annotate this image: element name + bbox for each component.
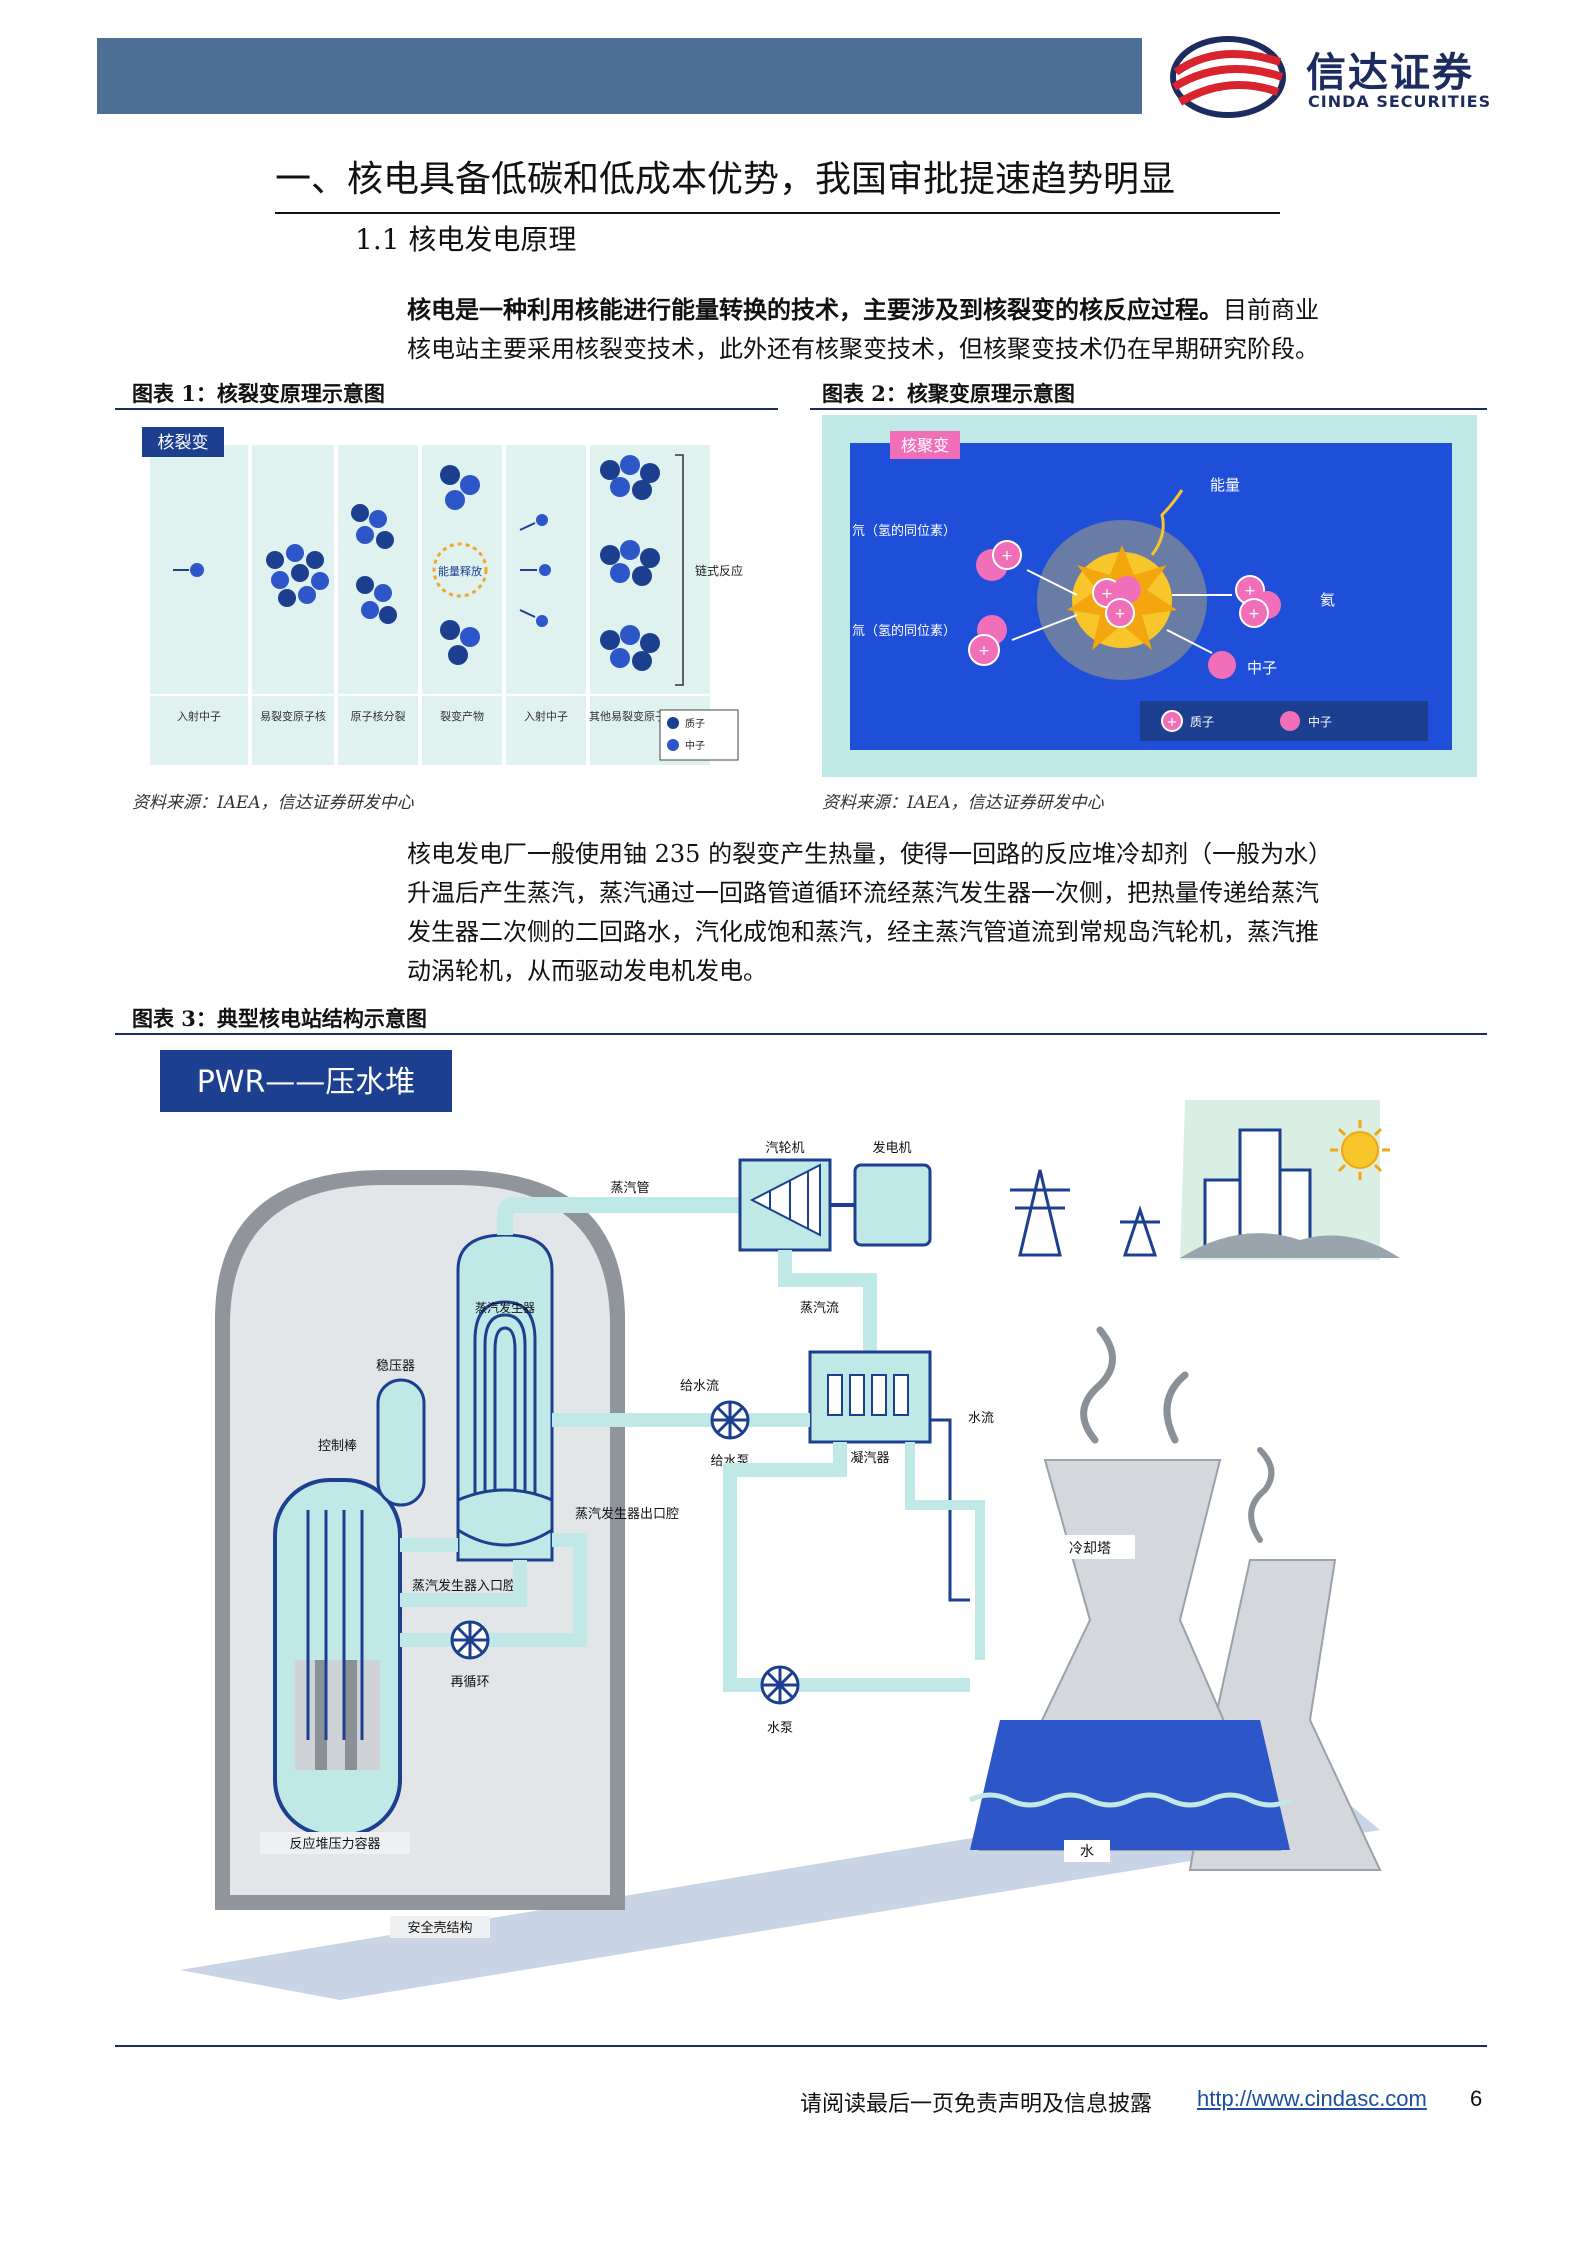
figure2-caption: 图表 2：核聚变原理示意图 xyxy=(822,381,1075,406)
helium-label: 氦 xyxy=(1320,591,1335,609)
generator-label: 发电机 xyxy=(872,1140,911,1156)
svg-text:+: + xyxy=(978,643,990,659)
svg-text:+: + xyxy=(1167,715,1178,730)
water-pump-icon xyxy=(760,1665,800,1705)
fusion-diagram: 核聚变 + 氘（氢的同位素） + 氚（氢的同位素） + + 能量 + + 氦 中… xyxy=(822,415,1477,777)
water-flow-label: 水流 xyxy=(968,1411,994,1426)
feed-water-flow-label: 给水流 xyxy=(680,1379,719,1394)
proton-legend-icon xyxy=(667,717,679,729)
sun-icon xyxy=(1330,1120,1390,1180)
stage-label: 入射中子 xyxy=(177,709,221,723)
intro-paragraph: 核电是一种利用核能进行能量转换的技术，主要涉及到核裂变的核反应过程。目前商业 核… xyxy=(407,290,1477,369)
body-line: 升温后产生蒸汽，蒸汽通过一回路管道循环流经蒸汽发生器一次侧，把热量传递给蒸汽 xyxy=(407,879,1319,907)
svg-text:+: + xyxy=(1101,586,1113,602)
generator-icon xyxy=(830,1163,932,1247)
sg-inlet-label: 蒸汽发生器入口腔 xyxy=(412,1578,516,1594)
brand-name-cn: 信达证券 xyxy=(1306,50,1474,96)
figure1-caption: 图表 1：核裂变原理示意图 xyxy=(132,381,385,406)
turbine-icon xyxy=(738,1158,832,1252)
body-paragraph: 核电发电厂一般使用铀 235 的裂变产生热量，使得一回路的反应堆冷却剂（一般为水… xyxy=(407,835,1477,991)
svg-text:+: + xyxy=(1248,606,1260,622)
pressurizer-icon xyxy=(376,1378,426,1507)
stage-label: 其他易裂变原子核 xyxy=(589,709,677,723)
neutron-label: 中子 xyxy=(1247,659,1277,677)
figure3-rule xyxy=(115,1033,1487,1035)
steam-pipe-label: 蒸汽管 xyxy=(610,1181,649,1196)
stage-label: 易裂变原子核 xyxy=(260,709,326,723)
body-line: 核电发电厂一般使用铀 235 的裂变产生热量，使得一回路的反应堆冷却剂（一般为水… xyxy=(407,840,1333,868)
pressurizer-label: 稳压器 xyxy=(376,1358,415,1374)
stage-label: 入射中子 xyxy=(524,709,568,723)
fusion-tag: 核聚变 xyxy=(901,436,949,455)
body-line: 动涡轮机，从而驱动发电机发电。 xyxy=(407,957,767,985)
fission-products-icon xyxy=(440,465,480,665)
intro-bold: 核电是一种利用核能进行能量转换的技术，主要涉及到核裂变的核反应过程。 xyxy=(407,295,1223,324)
intro-rest: 目前商业 xyxy=(1223,296,1319,324)
svg-text:+: + xyxy=(1244,583,1256,599)
footer-rule xyxy=(115,2045,1487,2047)
steam-generator-icon xyxy=(456,1233,554,1562)
figure2-rule xyxy=(810,408,1487,410)
neutron-icon xyxy=(190,563,204,577)
legend-proton: 质子 xyxy=(1190,715,1214,729)
intro-line2: 核电站主要采用核裂变技术，此外还有核聚变技术，但核聚变技术仍在早期研究阶段。 xyxy=(407,335,1319,363)
power-pylon-icon xyxy=(1010,1169,1160,1257)
water-label: 水 xyxy=(1080,1844,1094,1860)
steam-generator-label: 蒸汽发生器 xyxy=(475,1300,535,1315)
vessel-label: 反应堆压力容器 xyxy=(289,1836,380,1852)
page-number: 6 xyxy=(1470,2086,1483,2111)
reactor-vessel-icon xyxy=(273,1478,402,1837)
footer-disclaimer: 请阅读最后一页免责声明及信息披露 xyxy=(800,2092,1153,2117)
footer-url-link[interactable]: http://www.cindasc.com xyxy=(1197,2086,1427,2111)
containment-label: 安全壳结构 xyxy=(407,1920,472,1936)
splitting-nucleus-icon xyxy=(351,504,397,624)
cooling-tower-label: 冷却塔 xyxy=(1069,1541,1111,1557)
neutron-legend-icon xyxy=(1280,711,1300,731)
figure3-caption: 图表 3：典型核电站结构示意图 xyxy=(132,1006,427,1031)
legend-proton: 质子 xyxy=(685,718,705,730)
brand-name-en: CINDA SECURITIES xyxy=(1308,92,1492,111)
steam-flow-label: 蒸汽流 xyxy=(800,1301,839,1316)
energy-label: 能量 xyxy=(1210,476,1240,494)
tritium-label: 氚（氢的同位素） xyxy=(852,623,956,639)
svg-text:+: + xyxy=(1114,606,1126,622)
feed-pump-icon xyxy=(710,1400,750,1440)
sg-outlet-label: 蒸汽发生器出口腔 xyxy=(575,1506,679,1522)
chain-reaction-label: 链式反应 xyxy=(695,563,743,578)
pwr-tag: PWR——压水堆 xyxy=(197,1065,416,1100)
condenser-icon xyxy=(808,1350,932,1444)
neutron-legend-icon xyxy=(667,739,679,751)
legend-neutron: 中子 xyxy=(1308,714,1332,729)
fission-tag: 核裂变 xyxy=(158,433,209,453)
recirculation-pump-icon xyxy=(450,1620,490,1660)
control-rod-label: 控制棒 xyxy=(318,1439,357,1454)
figure1-source: 资料来源：IAEA，信达证券研发中心 xyxy=(132,793,414,813)
cinda-logo-icon xyxy=(1170,36,1286,118)
recirculation-label: 再循环 xyxy=(450,1675,489,1690)
energy-release-label: 能量释放 xyxy=(438,564,482,578)
header-bar xyxy=(97,38,1142,114)
body-line: 发生器二次侧的二回路水，汽化成饱和蒸汽，经主蒸汽管道流到常规岛汽轮机，蒸汽推 xyxy=(407,918,1319,946)
deuterium-label: 氘（氢的同位素） xyxy=(852,523,956,539)
figure1-rule xyxy=(115,408,778,410)
section-title: 一、核电具备低碳和低成本优势，我国审批提速趋势明显 xyxy=(275,150,1280,214)
turbine-label: 汽轮机 xyxy=(765,1141,804,1156)
condenser-label: 凝汽器 xyxy=(850,1450,889,1466)
pwr-diagram: PWR——压水堆 安全壳结构 控制棒 反应堆压力容器 稳压器 蒸汽发生器 蒸汽发… xyxy=(160,1050,1400,2000)
nucleus-icon xyxy=(266,544,329,607)
stage-label: 裂变产物 xyxy=(440,709,484,723)
subsection-title: 1.1 核电发电原理 xyxy=(355,223,577,256)
legend-neutron: 中子 xyxy=(685,739,705,752)
other-nuclei-icon xyxy=(600,455,660,671)
proton-legend-icon xyxy=(1161,710,1183,732)
fission-diagram: 核裂变 能量释放 链式反应 入射中子 易裂变原子核 原子核分裂 裂变产物 入射中… xyxy=(115,415,778,773)
city-buildings-icon xyxy=(1180,1128,1400,1258)
svg-text:+: + xyxy=(1001,548,1013,564)
figure2-source: 资料来源：IAEA，信达证券研发中心 xyxy=(822,793,1104,813)
stage-label: 原子核分裂 xyxy=(351,709,406,723)
pump-label: 水泵 xyxy=(767,1721,793,1736)
